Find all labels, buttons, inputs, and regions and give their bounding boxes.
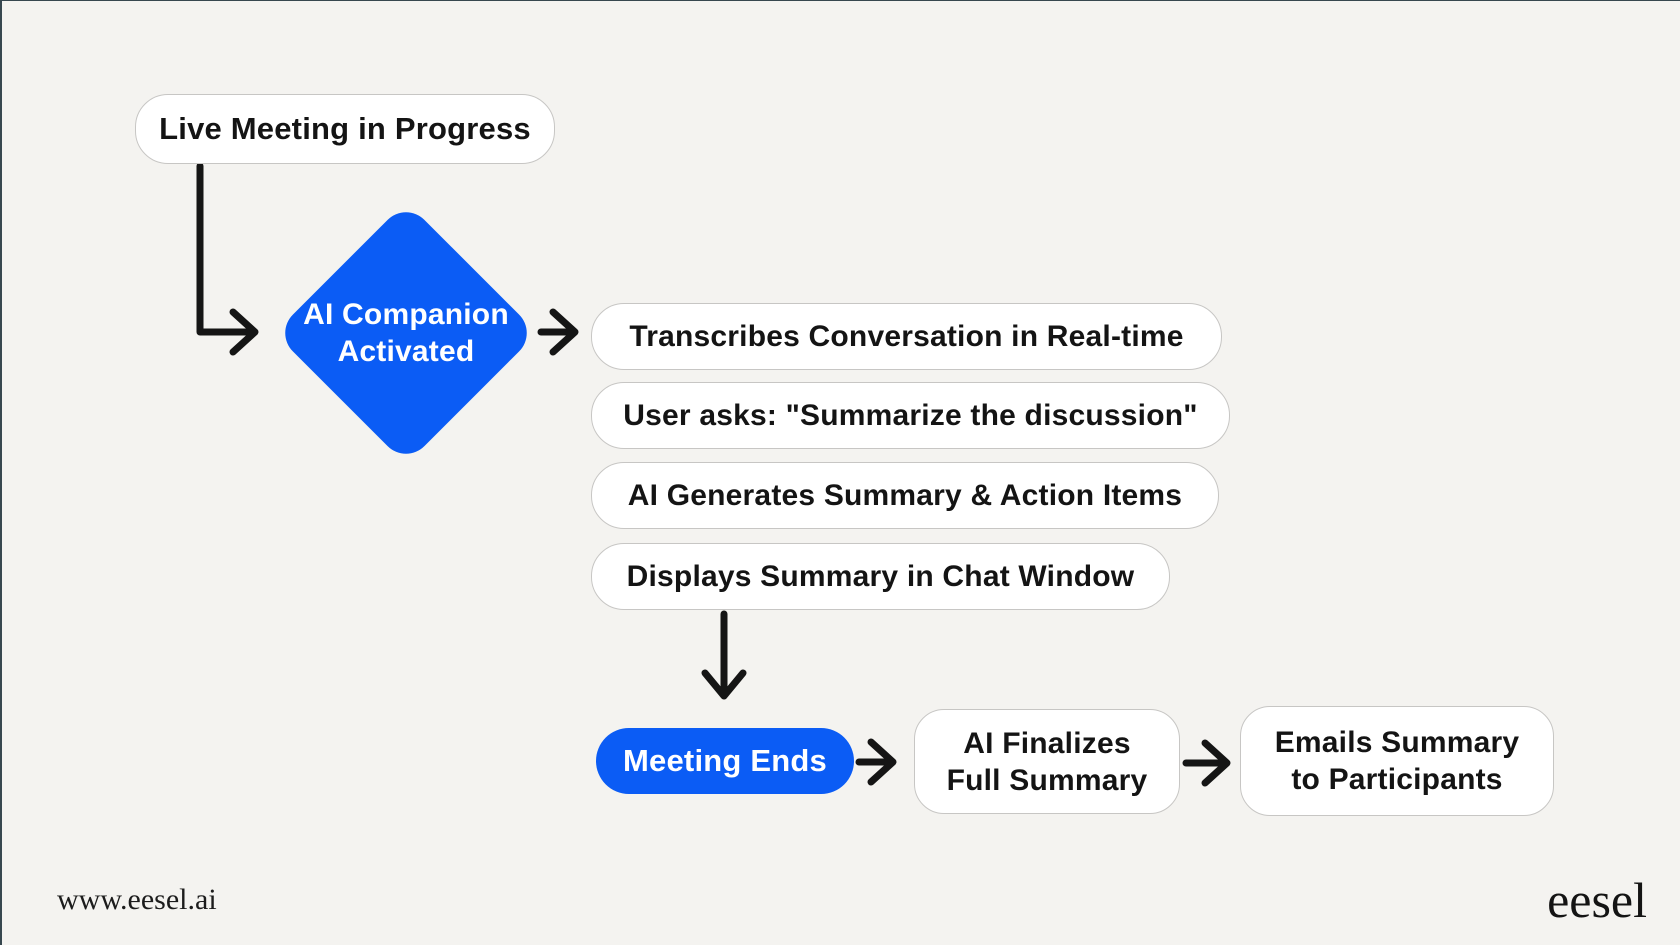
node-ai-generates-summary: AI Generates Summary & Action Items <box>591 462 1219 529</box>
node-ai-finalizes-summary: AI Finalizes Full Summary <box>914 709 1180 814</box>
node-meeting-ends: Meeting Ends <box>596 728 854 794</box>
arrow-finalizes-to-emails <box>1182 739 1231 787</box>
diamond-label: AI Companion Activated <box>303 298 509 368</box>
arrow-live-meeting-to-diamond <box>196 162 259 356</box>
footer-website-url: www.eesel.ai <box>57 883 217 916</box>
node-live-meeting-in-progress: Live Meeting in Progress <box>135 94 555 164</box>
arrow-meeting-ends-to-finalizes <box>855 738 897 786</box>
arrow-diamond-to-transcribes <box>537 308 579 356</box>
node-user-asks-summarize: User asks: "Summarize the discussion" <box>591 382 1230 449</box>
eesel-logo: eesel <box>1547 872 1647 928</box>
node-displays-summary-chat: Displays Summary in Chat Window <box>591 543 1170 610</box>
node-ai-companion-activated: AI Companion Activated <box>274 201 538 465</box>
node-transcribes-conversation: Transcribes Conversation in Real-time <box>591 303 1222 370</box>
node-emails-summary-participants: Emails Summary to Participants <box>1240 706 1554 816</box>
arrow-displays-to-meeting-ends <box>701 610 747 700</box>
